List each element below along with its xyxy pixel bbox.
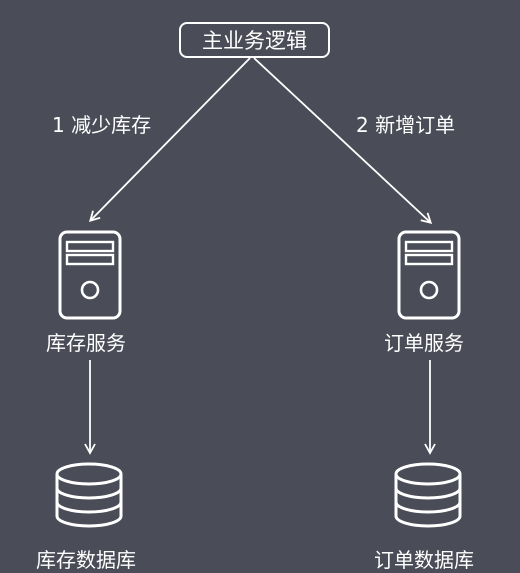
edge-arrow-right [253, 57, 433, 224]
db-label-order: 订单数据库 [374, 548, 474, 572]
edge-label-right: 2 新增订单 [356, 113, 456, 137]
database-icon [55, 462, 123, 528]
db-label-inventory: 库存数据库 [36, 548, 136, 572]
server-icon [397, 230, 461, 320]
service-label-inventory: 库存服务 [46, 331, 126, 355]
edge-label-left: 1 减少库存 [52, 113, 152, 137]
database-icon [394, 462, 462, 528]
service-label-order: 订单服务 [384, 331, 464, 355]
server-icon [58, 230, 122, 320]
main-logic-node: 主业务逻辑 [179, 22, 330, 58]
edge-arrow-left [89, 57, 251, 223]
main-logic-label: 主业务逻辑 [202, 29, 307, 53]
